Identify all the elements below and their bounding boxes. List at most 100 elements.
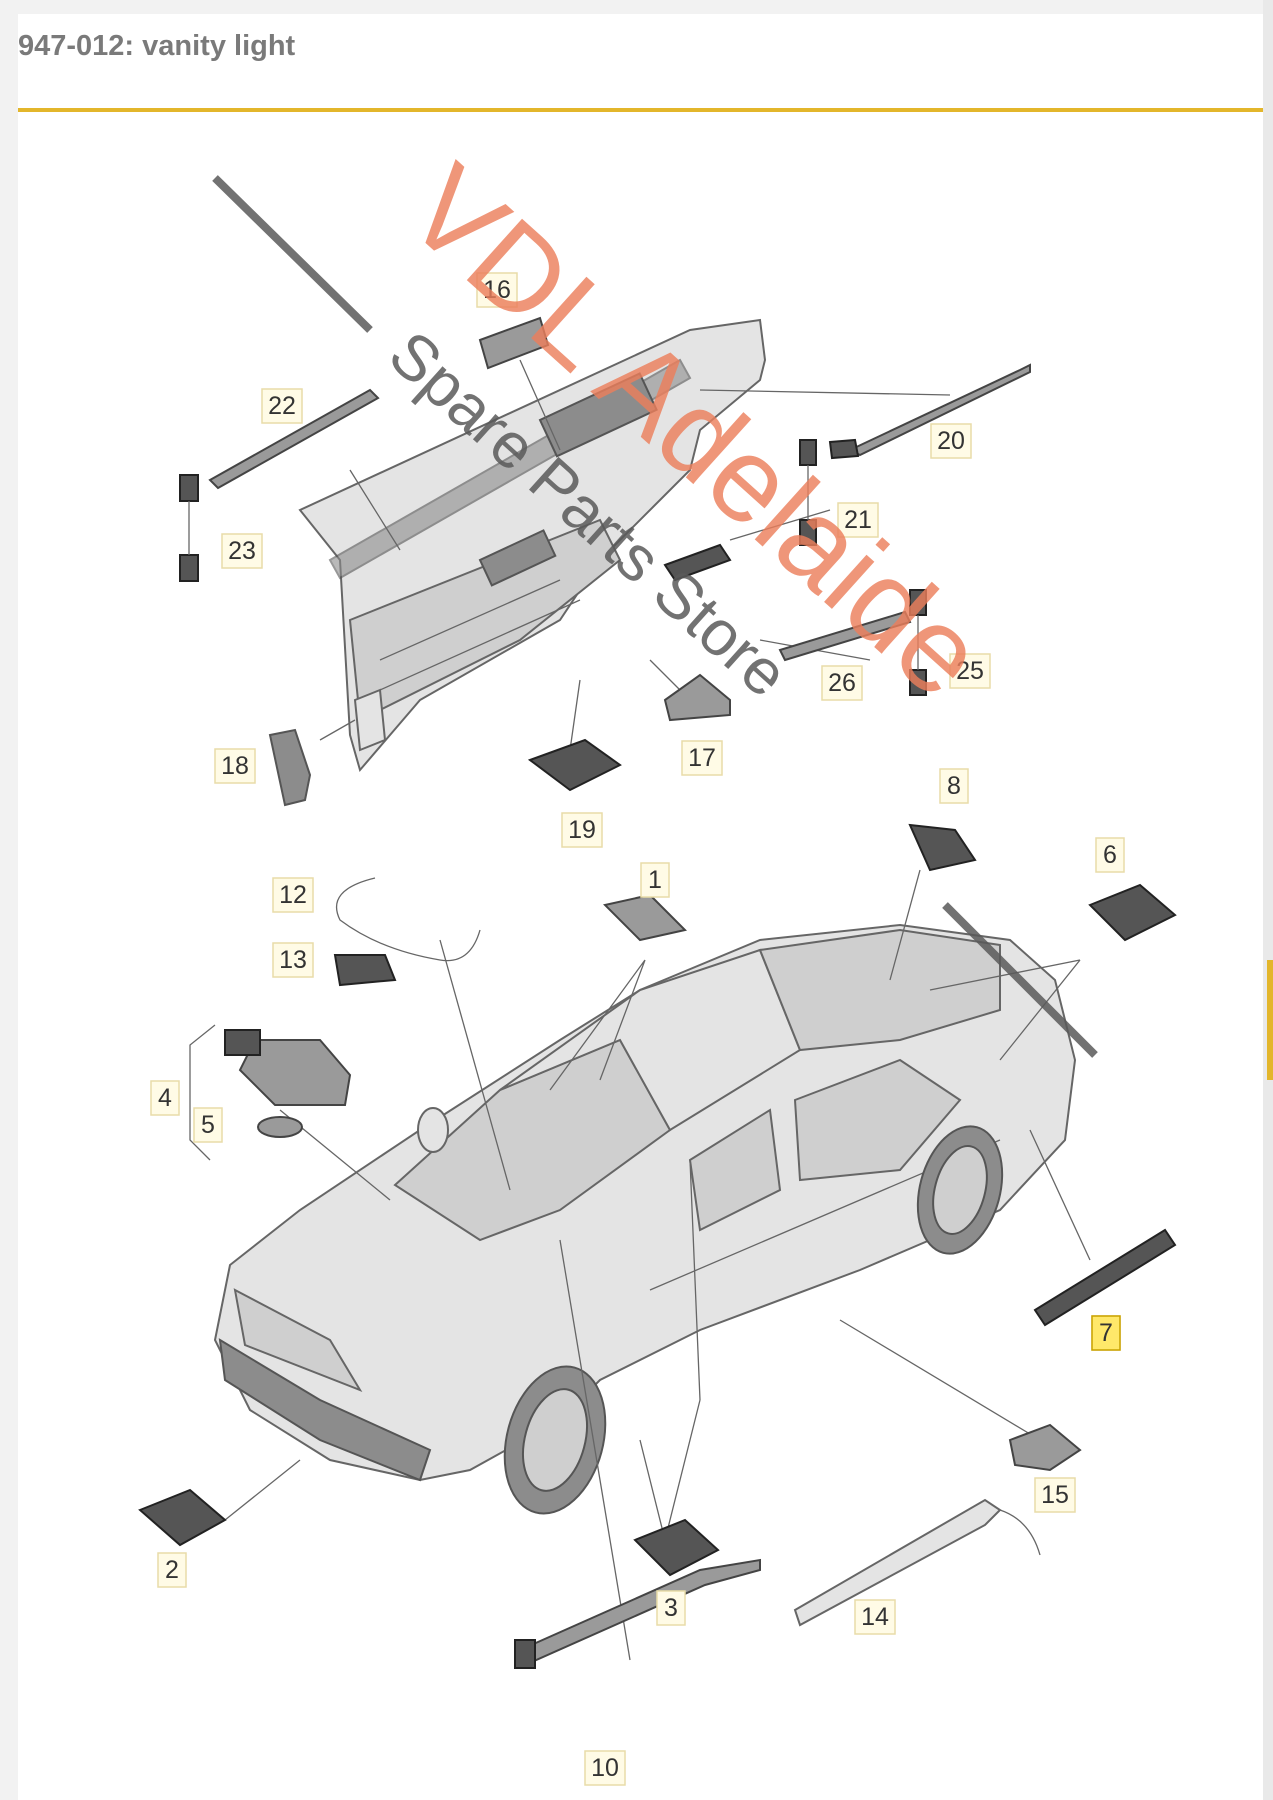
part-21[interactable]: [799, 439, 817, 546]
part-label-box: [157, 1552, 187, 1588]
part-label-4[interactable]: 4: [150, 1080, 180, 1116]
part-label-box: [1034, 1477, 1076, 1513]
part-20[interactable]: [828, 363, 1031, 460]
part-label-box: [681, 740, 723, 776]
part-label-5[interactable]: 5: [193, 1107, 223, 1143]
door-trim-panel: [298, 318, 767, 773]
part-18[interactable]: [268, 728, 312, 807]
part-1[interactable]: [603, 893, 687, 942]
part-label-number: 1: [648, 866, 662, 894]
part-8[interactable]: [908, 823, 977, 872]
part-23[interactable]: [179, 474, 199, 582]
part-label-box: [150, 1080, 180, 1116]
part-label-box: [1095, 837, 1125, 873]
part-16[interactable]: [478, 316, 550, 370]
part-label-1[interactable]: 1: [640, 862, 670, 898]
part-label-number: 13: [279, 946, 307, 974]
part-label-box: [949, 653, 991, 689]
part-label-25[interactable]: 25: [949, 653, 991, 689]
part-label-19[interactable]: 19: [561, 812, 603, 848]
part-label-box: [221, 533, 263, 569]
part-label-box: [837, 502, 879, 538]
part-label-21[interactable]: 21: [837, 502, 879, 538]
page-title: 947-012: vanity light: [18, 30, 296, 62]
part-label-box: [476, 272, 518, 308]
part-label-number: 21: [844, 506, 872, 534]
part-label-number: 18: [221, 752, 249, 780]
part-label-13[interactable]: 13: [272, 942, 314, 978]
part-labels: 123456781012131415161718192021222325267: [150, 272, 1125, 1786]
part-label-number: 14: [861, 1603, 889, 1631]
part-7[interactable]: [1033, 1228, 1177, 1327]
part-17[interactable]: [663, 673, 731, 722]
part-label-12[interactable]: 12: [272, 877, 314, 913]
part-label-15[interactable]: 15: [1034, 1477, 1076, 1513]
part-label-20[interactable]: 20: [930, 423, 972, 459]
part-label-number: 5: [201, 1111, 215, 1139]
part-14[interactable]: [793, 1498, 1041, 1627]
part-label-2[interactable]: 2: [157, 1552, 187, 1588]
part-label-box: [930, 423, 972, 459]
part-25[interactable]: [909, 589, 927, 696]
part-label-18[interactable]: 18: [214, 748, 256, 784]
part-label-8[interactable]: 8: [939, 768, 969, 804]
part-12[interactable]: [335, 877, 481, 962]
page-header: 947-012: vanity light: [18, 14, 1263, 112]
car-body: [213, 923, 1077, 1515]
part-label-number: 2: [165, 1556, 179, 1584]
part-label-box: [854, 1599, 896, 1635]
part-19[interactable]: [527, 738, 622, 792]
part-4[interactable]: [224, 1029, 352, 1106]
part-label-number: 20: [937, 427, 965, 455]
part-label-number: 25: [956, 657, 984, 685]
part-label-number: 7: [1099, 1319, 1113, 1347]
part-15[interactable]: [1008, 1423, 1082, 1472]
part-label-number: 6: [1103, 841, 1117, 869]
part-label-number: 4: [158, 1084, 172, 1112]
part-label-26[interactable]: 26: [821, 665, 863, 701]
part-label-box: [272, 877, 314, 913]
part-10[interactable]: [514, 1558, 761, 1669]
part-label-box: [193, 1107, 223, 1143]
part-label-number: 12: [279, 881, 307, 909]
part-6[interactable]: [1088, 883, 1177, 942]
part-label-22[interactable]: 22: [261, 388, 303, 424]
part-label-17[interactable]: 17: [681, 740, 723, 776]
part-label-box: [821, 665, 863, 701]
part-13[interactable]: [333, 954, 397, 987]
part-3[interactable]: [633, 1518, 720, 1577]
part-label-number: 8: [947, 772, 961, 800]
part-label-box: [272, 942, 314, 978]
part-label-number: 3: [664, 1594, 678, 1622]
part-label-box: [584, 1750, 626, 1786]
part-label-14[interactable]: 14: [854, 1599, 896, 1635]
part-label-number: 23: [228, 537, 256, 565]
part-label-16[interactable]: 16: [476, 272, 518, 308]
part-label-3[interactable]: 3: [656, 1590, 686, 1626]
part-label-6[interactable]: 6: [1095, 837, 1125, 873]
header-rule: [18, 108, 1263, 112]
part-label-box: [561, 812, 603, 848]
part-label-box: [939, 768, 969, 804]
part-label-7[interactable]: 7: [1091, 1315, 1121, 1351]
part-label-number: 17: [688, 744, 716, 772]
part-label-number: 22: [268, 392, 296, 420]
part-label-number: 19: [568, 816, 596, 844]
part-label-box: [1091, 1315, 1121, 1351]
part-label-23[interactable]: 23: [221, 533, 263, 569]
part-label-box: [640, 862, 670, 898]
part-22[interactable]: [208, 388, 380, 490]
part-label-box: [261, 388, 303, 424]
part-26[interactable]: [778, 610, 912, 662]
scrollbar-thumb[interactable]: [1267, 960, 1273, 1080]
part-label-box: [214, 748, 256, 784]
part-2[interactable]: [138, 1488, 227, 1547]
part-5[interactable]: [257, 1116, 303, 1138]
part-label-10[interactable]: 10: [584, 1750, 626, 1786]
part-label-number: 16: [483, 276, 511, 304]
part-label-box: [656, 1590, 686, 1626]
part-label-number: 26: [828, 669, 856, 697]
scrollbar-track[interactable]: [1263, 0, 1273, 1800]
